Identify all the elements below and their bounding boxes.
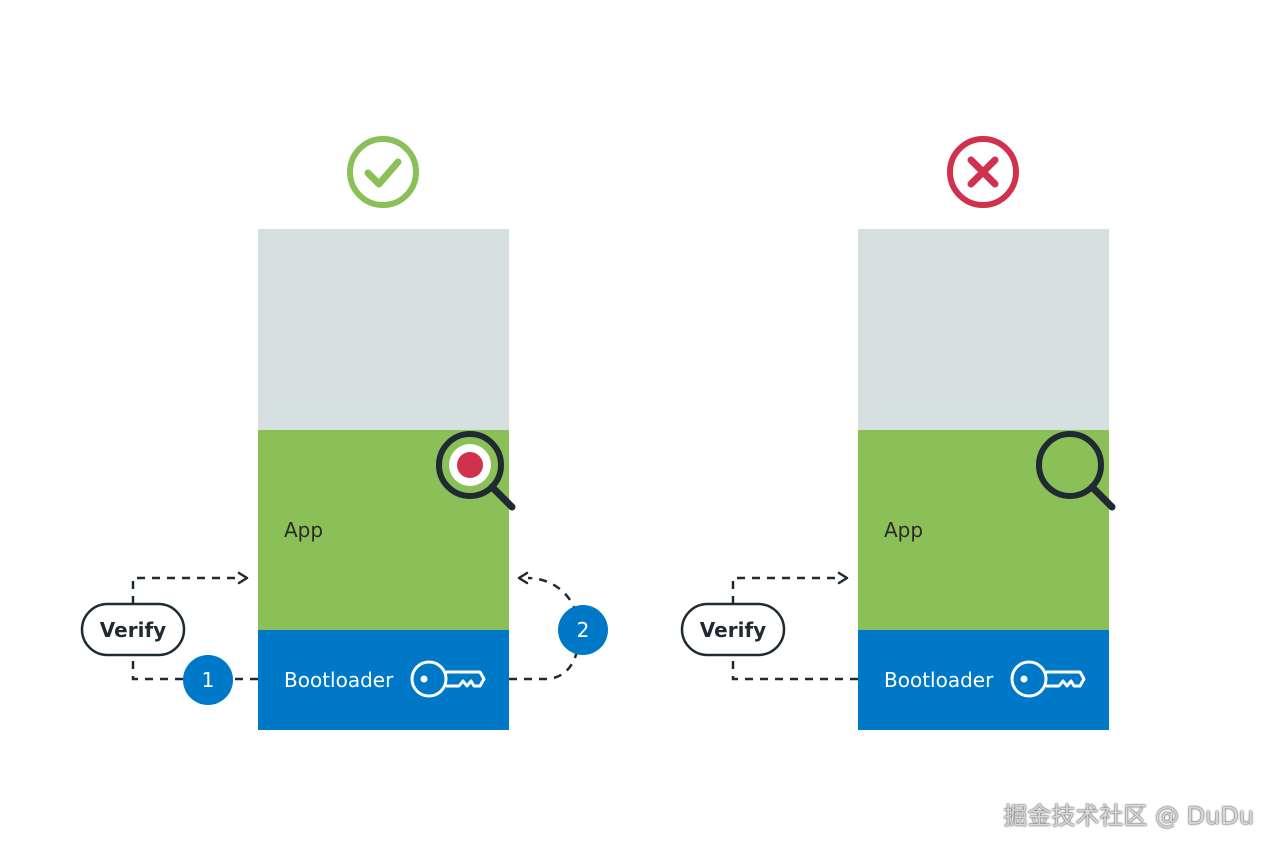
verify-badge: Verify [680,602,786,657]
key-icon [410,660,486,698]
app-label: App [284,518,323,542]
step-2-label: 2 [577,618,590,642]
verify-label: Verify [100,618,166,642]
arrowhead-right [237,571,249,585]
verify-to-app-path [131,576,242,604]
bootloader-label: Bootloader [284,668,394,692]
app-label: App [884,518,923,542]
panel-success: App Bootloader Verify 1 [80,136,608,730]
app-block [858,430,1109,630]
verify-to-app-path [731,576,842,604]
storage-block [258,229,509,430]
check-circle-icon [347,136,419,208]
step-1-label: 1 [202,668,215,692]
arrowhead-right [837,571,849,585]
bootloader-to-verify-path [731,655,858,681]
x-circle-icon [947,136,1019,208]
verify-badge: Verify [80,602,186,657]
verify-label: Verify [700,618,766,642]
bootloader-block [858,630,1109,730]
key-icon [1010,660,1086,698]
arrowhead-left [517,571,529,585]
storage-block [858,229,1109,430]
bootloader-block [258,630,509,730]
panel-failure: App Bootloader Verify [680,136,1116,730]
magnifier-icon [1036,431,1116,511]
bootloader-to-app-loop-path [509,576,580,681]
magnifier-detected-icon [436,431,516,511]
step-badge-2: 2 [558,605,608,655]
bootloader-label: Bootloader [884,668,994,692]
watermark: 掘金技术社区 @ DuDu [1003,802,1254,830]
step-badge-1: 1 [183,655,233,705]
bootloader-to-verify-path [131,655,258,681]
